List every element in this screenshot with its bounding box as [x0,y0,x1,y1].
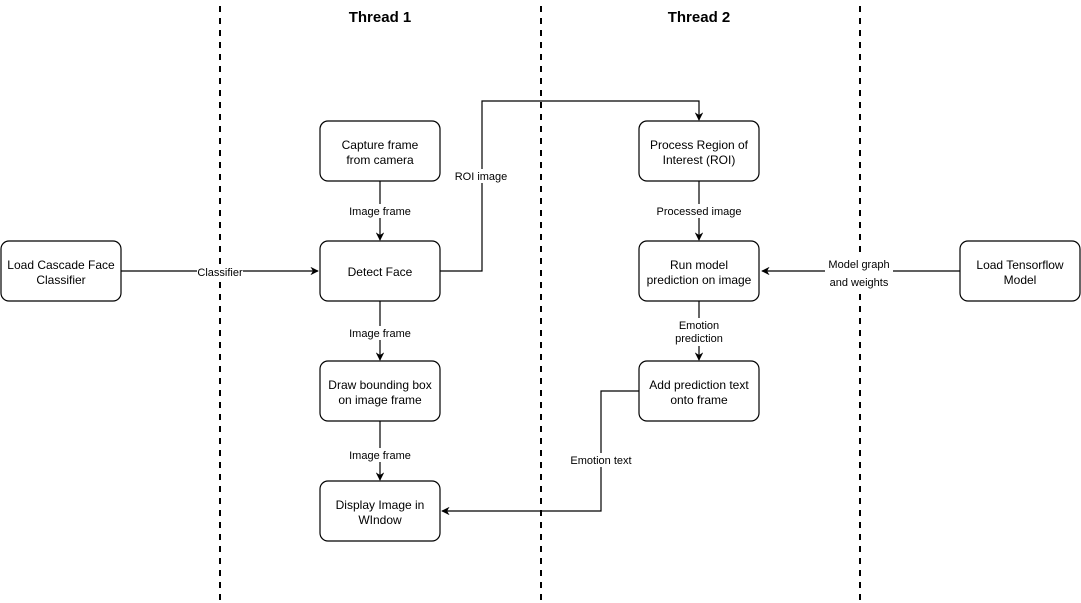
node-display-image-line-1: Display Image in [336,498,425,512]
node-capture-frame [319,120,441,182]
node-add-text [638,360,760,422]
node-add-text-line-1: Add prediction text [649,378,749,392]
node-run-model-line-1: Run model [670,258,728,272]
node-load-tf-line-2: Model [1004,273,1037,287]
node-load-cascade [0,240,122,302]
node-display-image [319,480,441,542]
node-load-tf [959,240,1081,302]
node-run-model [638,240,760,302]
thread-2-header: Thread 2 [668,9,731,26]
edge-label-emotion-prediction-1: Emotion [679,320,719,332]
edge-label-classifier: Classifier [197,267,243,279]
node-draw-box [319,360,441,422]
edge-emotion-text [441,390,639,516]
edge-label-roi-image: ROI image [455,171,508,183]
node-run-model-line-2: prediction on image [647,273,752,287]
edge-label-image-frame-2: Image frame [349,328,411,340]
edge-label-image-frame-3: Image frame [349,450,411,462]
node-process-roi [638,120,760,182]
node-draw-box-line-1: Draw bounding box [328,378,431,392]
node-capture-frame-line-1: Capture frame [342,138,419,152]
node-load-cascade-line-1: Load Cascade Face [7,258,115,272]
edge-label-model-graph-1: Model graph [828,259,889,271]
thread-1-header: Thread 1 [349,9,412,26]
node-draw-box-line-2: on image frame [338,393,422,407]
edge-label-model-graph-2: and weights [830,277,889,289]
edge-roi-image [440,100,704,272]
edge-label-processed-image: Processed image [657,206,742,218]
edge-label-image-frame-1: Image frame [349,206,411,218]
node-load-cascade-line-2: Classifier [36,273,85,287]
edge-label-emotion-text: Emotion text [570,455,631,467]
node-add-text-line-2: onto frame [670,393,728,407]
node-process-roi-line-2: Interest (ROI) [663,153,736,167]
node-process-roi-line-1: Process Region of [650,138,749,152]
node-capture-frame-line-2: from camera [346,153,414,167]
node-detect-face [319,240,441,302]
node-display-image-line-2: WIndow [358,513,402,527]
edge-label-emotion-prediction-2: prediction [675,333,723,345]
node-load-tf-line-1: Load Tensorflow [976,258,1064,272]
node-detect-face-line-1: Detect Face [348,265,413,279]
